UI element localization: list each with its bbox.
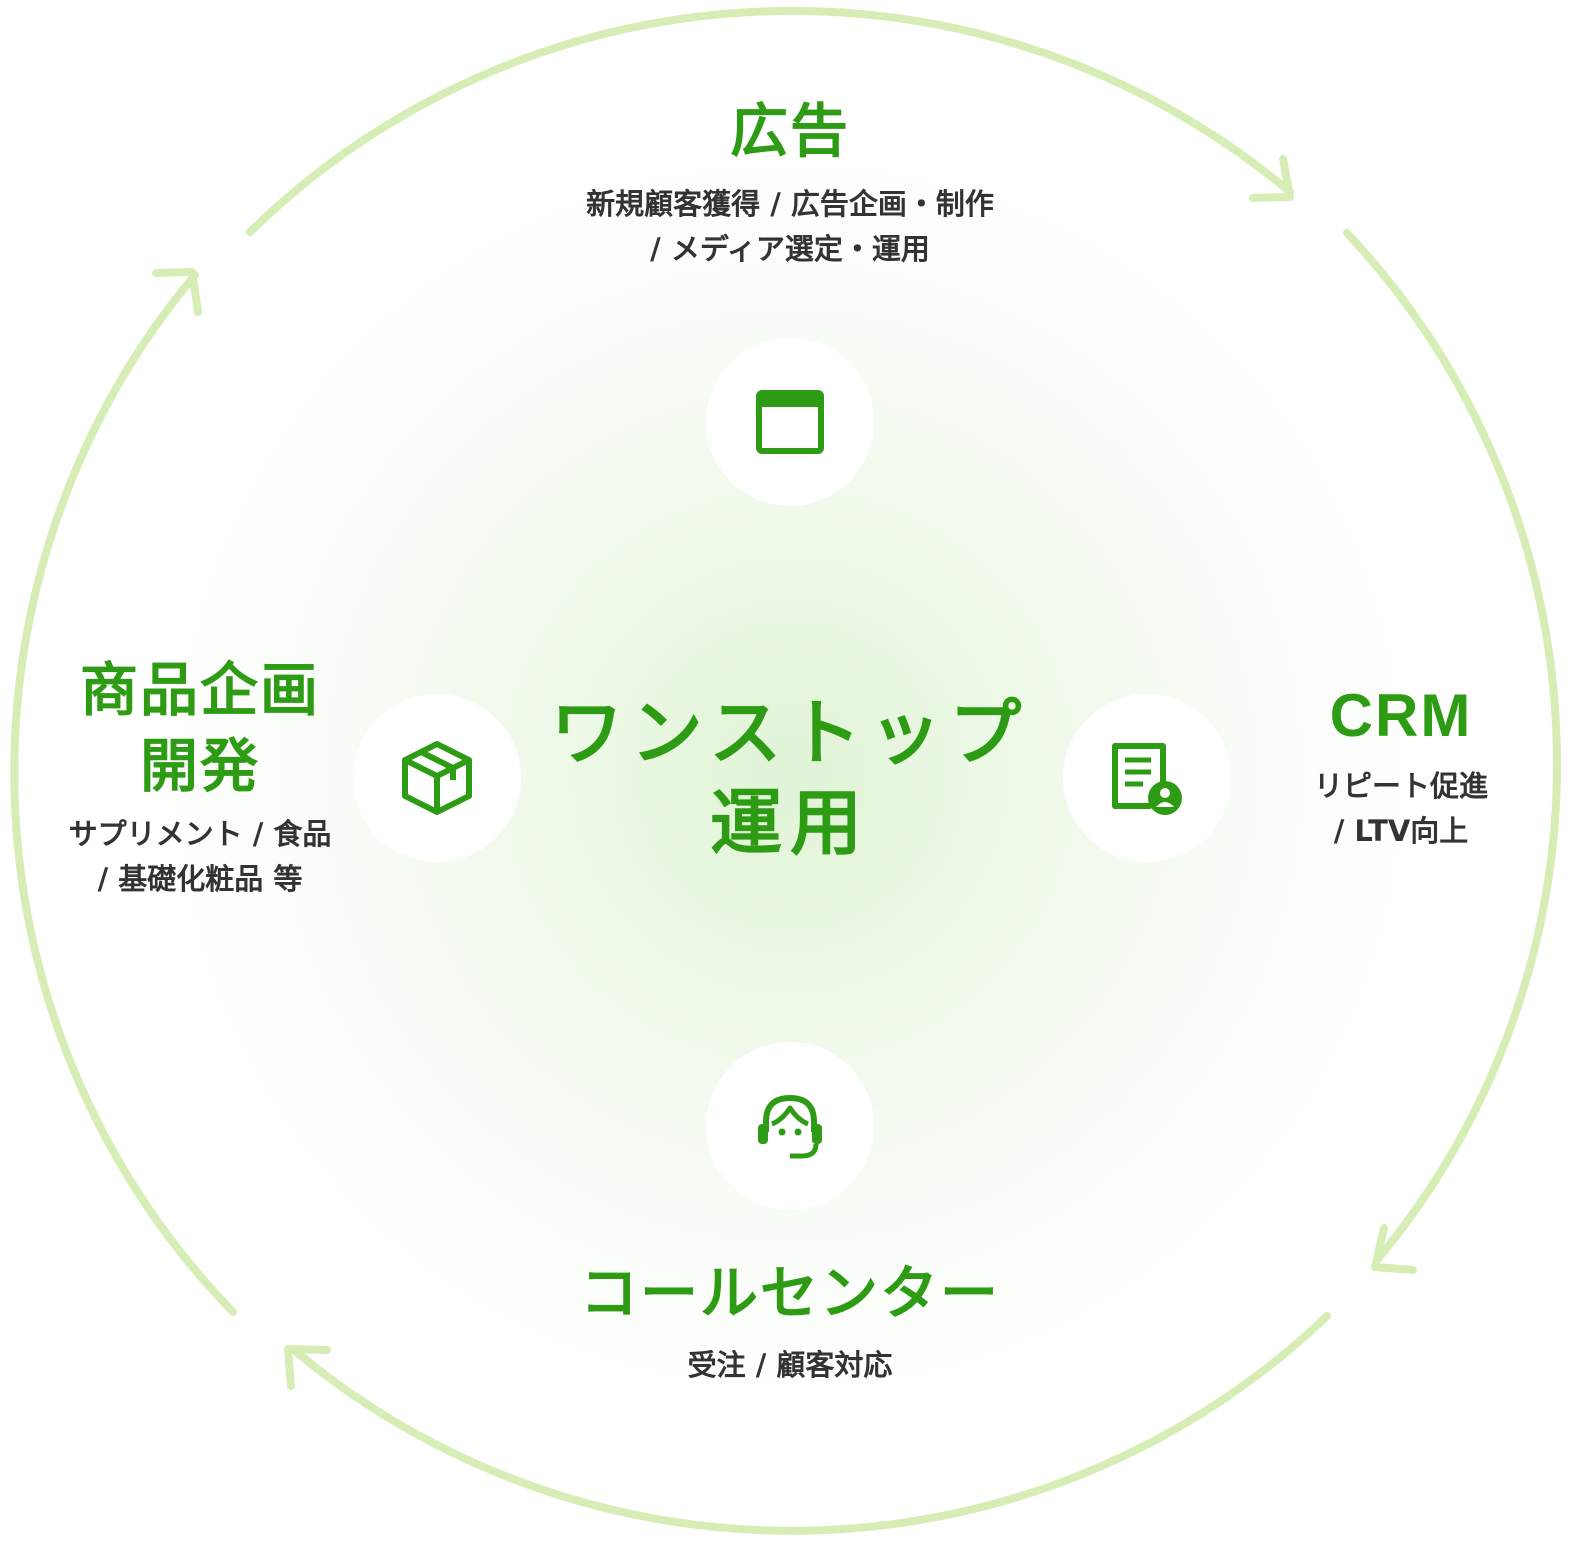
crm-desc-line2: / LTV向上	[1333, 814, 1469, 848]
callcenter-node	[706, 1042, 874, 1210]
center-title: ワンストップ 運用	[490, 688, 1090, 868]
ad-node	[706, 338, 874, 506]
product-desc-line1: サプリメント / 食品	[68, 817, 332, 851]
product-node	[353, 694, 521, 862]
arrowhead-bottom-left	[284, 1345, 331, 1390]
center-title-line1: ワンストップ	[550, 691, 1030, 775]
product-description: サプリメント / 食品 / 基礎化粧品 等	[40, 812, 360, 902]
arrowhead-right-bottom	[1371, 1224, 1417, 1274]
cycle-arc-right	[1343, 229, 1561, 1264]
package-box-icon	[402, 741, 472, 815]
headset-operator-icon	[758, 1094, 822, 1159]
callcenter-title: コールセンター	[579, 1259, 1000, 1327]
product-title: 商品企画 開発	[50, 652, 350, 804]
crm-description: リピート促進 / LTV向上	[1276, 764, 1526, 854]
arrowhead-top-right	[1249, 155, 1294, 202]
product-title-line1: 商品企画	[79, 656, 320, 724]
ad-desc-line1: 新規顧客獲得 / 広告企画・制作	[586, 187, 994, 221]
cycle-arc-top	[246, 6, 1294, 236]
cycle-arc-bottom	[290, 1312, 1331, 1535]
ad-description: 新規顧客獲得 / 広告企画・制作 / メディア選定・運用	[490, 182, 1090, 272]
product-title-line2: 開発	[139, 732, 260, 800]
center-title-line2: 運用	[709, 781, 870, 865]
callcenter-desc-line1: 受注 / 顧客対応	[687, 1348, 893, 1382]
product-desc-line2: / 基礎化粧品 等	[97, 862, 303, 896]
crm-node	[1063, 694, 1231, 862]
ad-desc-line2: / メディア選定・運用	[650, 232, 930, 266]
crm-title: CRM	[1329, 682, 1473, 749]
callcenter-description: 受注 / 顧客対応	[590, 1343, 990, 1388]
arrowhead-left-top	[152, 268, 202, 316]
browser-window-icon	[756, 390, 824, 454]
ad-title: 広告	[729, 97, 850, 165]
document-user-icon	[1112, 743, 1182, 815]
cycle-arc-left	[10, 271, 237, 1316]
crm-desc-line1: リピート促進	[1313, 769, 1488, 803]
